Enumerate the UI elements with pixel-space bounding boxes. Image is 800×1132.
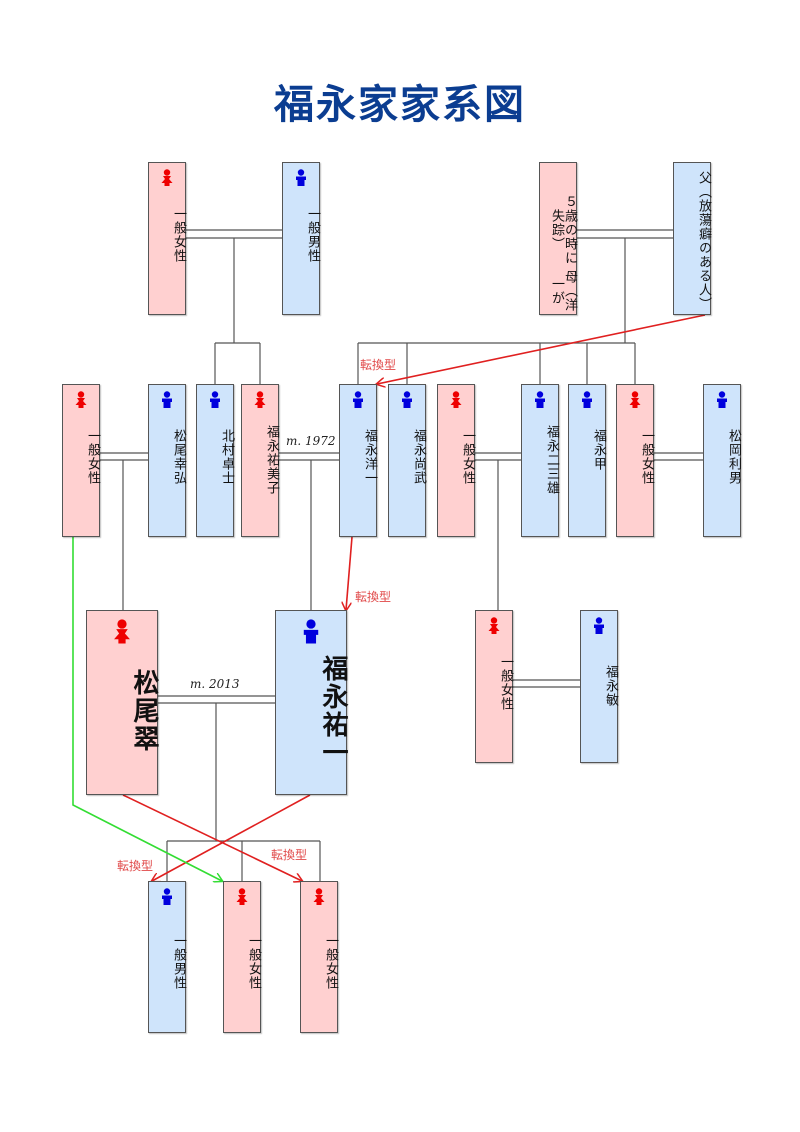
- male-icon: [592, 617, 606, 639]
- person-name: 一般女性: [246, 934, 261, 990]
- person-box[interactable]: 北村卓士: [196, 384, 234, 537]
- male-icon: [580, 391, 594, 413]
- female-icon: [312, 888, 326, 910]
- female-icon: [160, 169, 174, 191]
- person-box[interactable]: 一般女性: [223, 881, 261, 1033]
- transition-label: 転換型: [360, 358, 397, 372]
- person-name: 福永祐一: [318, 655, 348, 767]
- person-box[interactable]: 父（放蕩癖のある人）: [673, 162, 711, 315]
- person-box[interactable]: 一般女性: [616, 384, 654, 537]
- person-name: 一般女性: [460, 429, 475, 485]
- male-icon: [400, 391, 414, 413]
- person-name: 一般女性: [85, 429, 100, 485]
- transition-arrow: [122, 794, 302, 881]
- transition-label: 転換型: [355, 590, 392, 604]
- marriage-label: m. 2013: [190, 677, 240, 691]
- person-name: 一般女性: [498, 655, 513, 711]
- person-name: 福永二三雄: [544, 425, 559, 495]
- person-box-emphasized[interactable]: 福永祐一: [275, 610, 348, 795]
- person-box[interactable]: 福永敏: [580, 610, 618, 763]
- transition-arrow: [152, 794, 311, 881]
- person-box[interactable]: 一般男性: [148, 881, 186, 1033]
- male-icon: [294, 169, 308, 191]
- male-icon: [715, 391, 729, 413]
- transition-label: 転換型: [117, 859, 154, 873]
- person-box[interactable]: 福永甲: [568, 384, 606, 537]
- person-box[interactable]: 松尾幸弘: [148, 384, 186, 537]
- male-icon: [160, 391, 174, 413]
- person-name: 一般女性: [171, 207, 186, 263]
- male-icon: [351, 391, 365, 413]
- male-icon: [160, 888, 174, 910]
- person-box[interactable]: 一般女性: [148, 162, 186, 315]
- female-icon: [253, 391, 267, 413]
- female-icon: [487, 617, 501, 639]
- female-icon: [449, 391, 463, 413]
- person-box[interactable]: 一般女性: [62, 384, 100, 537]
- person-box[interactable]: 福永尚武: [388, 384, 426, 537]
- person-box[interactable]: 母（洋一が ５歳の時に失踪）: [539, 162, 577, 315]
- person-box[interactable]: 松岡利男: [703, 384, 741, 537]
- page-title: 福永家家系図: [274, 81, 526, 128]
- person-name: 福永尚武: [411, 429, 426, 485]
- person-box[interactable]: 福永洋一: [339, 384, 377, 537]
- person-box[interactable]: 一般男性: [282, 162, 320, 315]
- male-icon: [533, 391, 547, 413]
- person-name: 松岡利男: [726, 429, 741, 485]
- person-name: 一般女性: [323, 934, 338, 990]
- female-icon: [235, 888, 249, 910]
- person-name: 母（洋一が: [549, 270, 577, 313]
- person-box[interactable]: 一般女性: [300, 881, 338, 1033]
- female-icon: [74, 391, 88, 413]
- person-name: 福永洋一: [362, 429, 377, 485]
- person-name: 福永甲: [591, 429, 606, 471]
- person-name: 一般男性: [305, 207, 320, 263]
- female-icon: [111, 619, 133, 649]
- inheritance-arrow-green: [72, 537, 222, 881]
- person-box-emphasized[interactable]: 松尾翠: [86, 610, 159, 795]
- female-icon: [628, 391, 642, 413]
- person-name: 一般女性: [639, 429, 654, 485]
- person-box[interactable]: 福永祐美子: [241, 384, 279, 537]
- male-icon: [300, 619, 322, 649]
- marriage-label: m. 1972: [286, 434, 336, 448]
- person-box[interactable]: 一般女性: [475, 610, 513, 763]
- person-name: 松尾幸弘: [171, 429, 186, 485]
- person-name: 父（放蕩癖のある人）: [696, 171, 711, 311]
- person-box[interactable]: 福永二三雄: [521, 384, 559, 537]
- transition-arrow: [377, 314, 706, 384]
- person-name: 北村卓士: [219, 429, 234, 485]
- person-box[interactable]: 一般女性: [437, 384, 475, 537]
- person-name: 福永祐美子: [264, 425, 279, 495]
- male-icon: [208, 391, 222, 413]
- person-name: 福永敏: [603, 665, 618, 707]
- transition-arrow: [346, 536, 353, 610]
- transition-label: 転換型: [271, 848, 308, 862]
- person-name: 松尾翠: [129, 669, 159, 753]
- person-name-cont: ５歳の時に失踪）: [549, 194, 577, 265]
- person-name: 一般男性: [171, 934, 186, 990]
